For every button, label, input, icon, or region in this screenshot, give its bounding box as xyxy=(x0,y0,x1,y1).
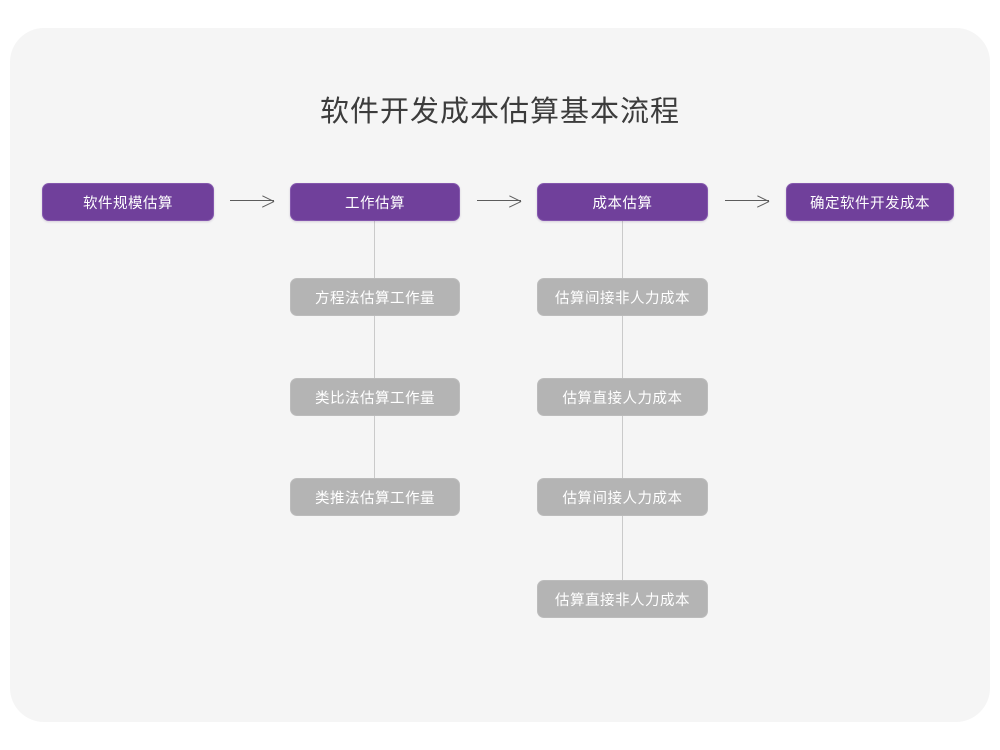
sub-node-label: 估算间接非人力成本 xyxy=(555,290,690,307)
arrow-right-icon-1 xyxy=(230,194,274,208)
sub-node-indirect-non-labor-cost[interactable]: 估算间接非人力成本 xyxy=(537,278,708,316)
flow-node-label: 工作估算 xyxy=(345,195,405,212)
stem-cost-estimation xyxy=(622,216,624,618)
sub-node-equation-method-workload[interactable]: 方程法估算工作量 xyxy=(290,278,460,316)
flow-node-work-estimation[interactable]: 工作估算 xyxy=(290,183,460,221)
sub-node-label: 估算直接人力成本 xyxy=(562,390,683,407)
flow-node-cost-estimation[interactable]: 成本估算 xyxy=(537,183,708,221)
arrow-shaft xyxy=(725,200,769,202)
sub-node-analogy-method-workload[interactable]: 类比法估算工作量 xyxy=(290,378,460,416)
arrow-head xyxy=(756,194,769,207)
sub-node-extrapolation-method-workload[interactable]: 类推法估算工作量 xyxy=(290,478,460,516)
flow-node-software-scale-estimation[interactable]: 软件规模估算 xyxy=(42,183,214,221)
diagram-title: 软件开发成本估算基本流程 xyxy=(319,96,680,128)
flow-node-label: 成本估算 xyxy=(592,195,653,212)
arrow-head xyxy=(261,194,274,207)
arrow-head xyxy=(508,194,521,207)
sub-node-label: 方程法估算工作量 xyxy=(315,290,435,307)
arrow-shaft xyxy=(230,200,274,202)
flow-node-label: 软件规模估算 xyxy=(83,195,173,212)
sub-node-label: 估算直接非人力成本 xyxy=(555,592,690,609)
sub-node-label: 类比法估算工作量 xyxy=(315,390,435,407)
sub-node-indirect-labor-cost[interactable]: 估算间接人力成本 xyxy=(537,478,708,516)
arrow-right-icon-2 xyxy=(477,194,521,208)
diagram-card xyxy=(10,28,990,722)
sub-node-direct-labor-cost[interactable]: 估算直接人力成本 xyxy=(537,378,708,416)
sub-node-label: 估算间接人力成本 xyxy=(562,490,683,507)
sub-node-label: 类推法估算工作量 xyxy=(315,490,435,507)
stem-work-estimation xyxy=(374,216,376,516)
flow-node-label: 确定软件开发成本 xyxy=(810,195,930,212)
flow-node-determine-development-cost[interactable]: 确定软件开发成本 xyxy=(786,183,954,221)
sub-node-direct-non-labor-cost[interactable]: 估算直接非人力成本 xyxy=(537,580,708,618)
arrow-shaft xyxy=(477,200,521,202)
arrow-right-icon-3 xyxy=(725,194,769,208)
